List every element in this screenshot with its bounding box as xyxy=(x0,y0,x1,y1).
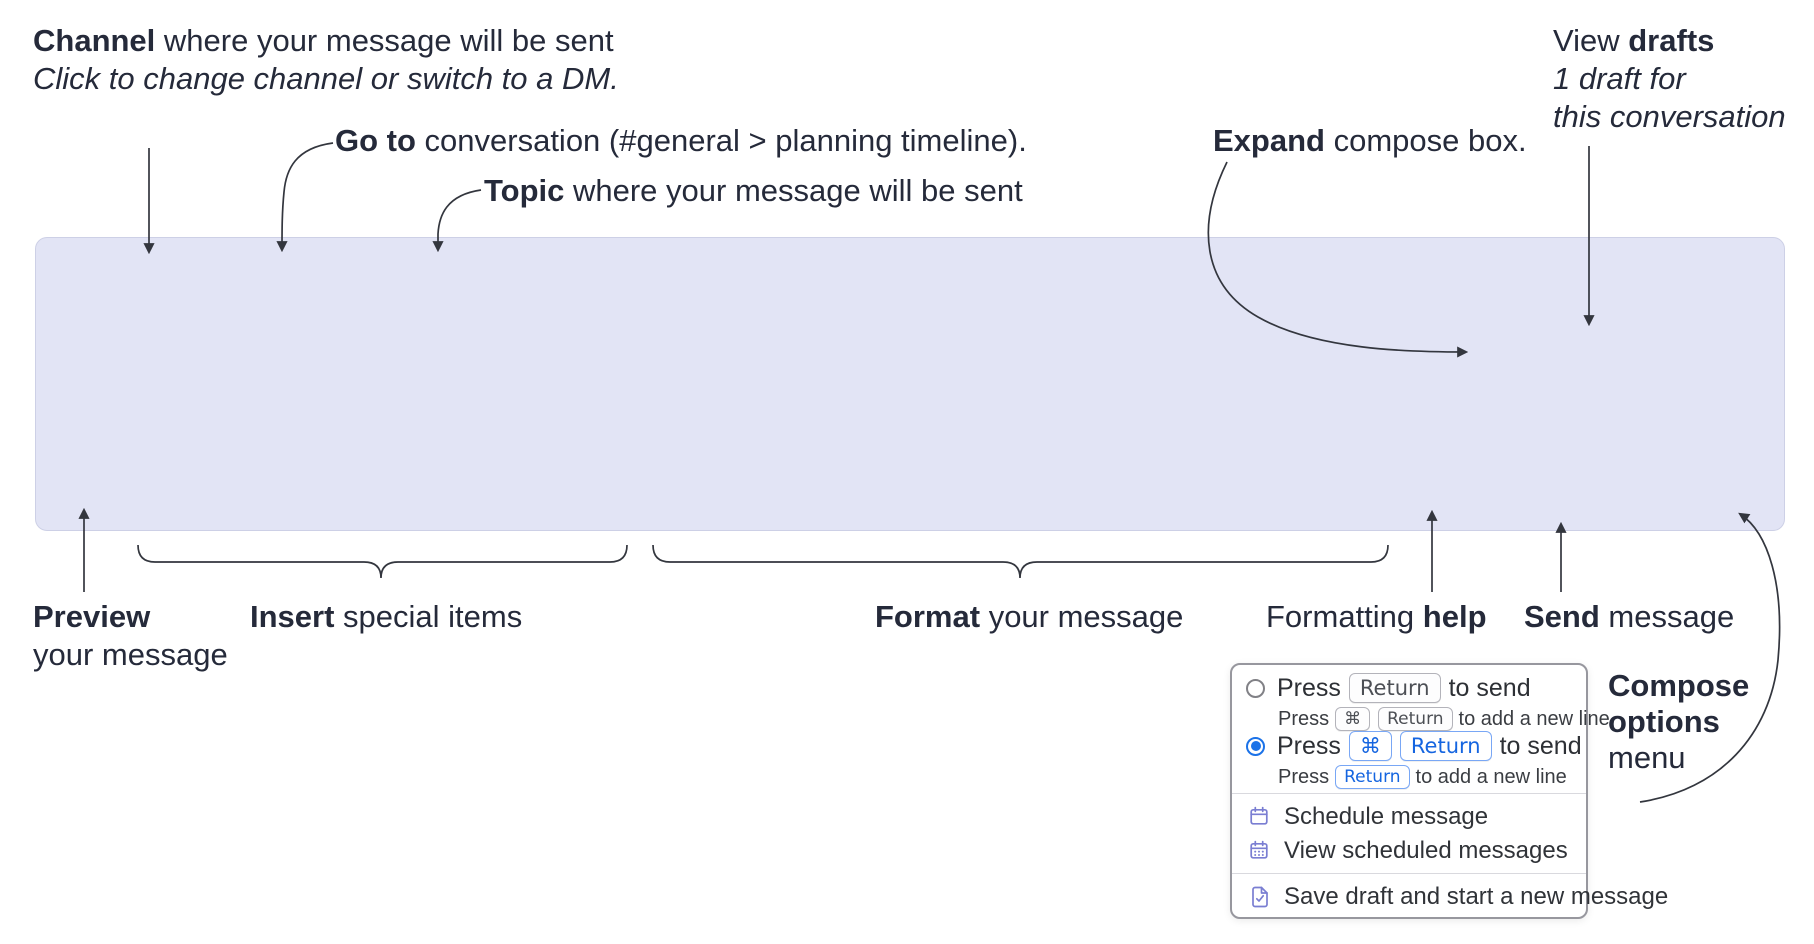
annotation-view-drafts: View drafts 1 draft for this conversatio… xyxy=(1553,23,1786,134)
arrow-goto xyxy=(276,142,334,253)
calendar-icon xyxy=(1250,806,1268,825)
menu-item-schedule-message[interactable]: Schedule message xyxy=(1248,803,1488,831)
annotation-expand: Expand compose box. xyxy=(1213,123,1527,158)
brace-format xyxy=(652,544,1389,579)
annotation-compose-options: Compose options menu xyxy=(1608,668,1750,775)
calendar-grid-icon xyxy=(1250,840,1268,859)
annotation-formatting-help: Formatting help xyxy=(1266,599,1487,634)
annotation-topic: Topic where your message will be sent xyxy=(484,173,1023,208)
annotation-send: Send message xyxy=(1524,599,1735,634)
radio-selected-icon[interactable] xyxy=(1246,736,1265,756)
file-check-icon xyxy=(1252,886,1268,908)
menu-divider xyxy=(1232,793,1586,794)
annotation-channel: Channel where your message will be sent … xyxy=(33,23,619,96)
annotation-insert: Insert special items xyxy=(250,599,523,634)
brace-insert xyxy=(137,544,628,579)
annotation-preview: Preview your message xyxy=(33,599,228,672)
menu-item-save-draft[interactable]: Save draft and start a new message xyxy=(1248,883,1668,911)
menu-divider xyxy=(1232,873,1586,874)
menu-item-view-scheduled[interactable]: View scheduled messages xyxy=(1248,837,1568,865)
compose-box xyxy=(35,237,1785,531)
annotation-goto: Go to conversation (#general > planning … xyxy=(335,123,1027,158)
annotation-format: Format your message xyxy=(875,599,1184,634)
radio-unselected-icon[interactable] xyxy=(1246,678,1265,698)
